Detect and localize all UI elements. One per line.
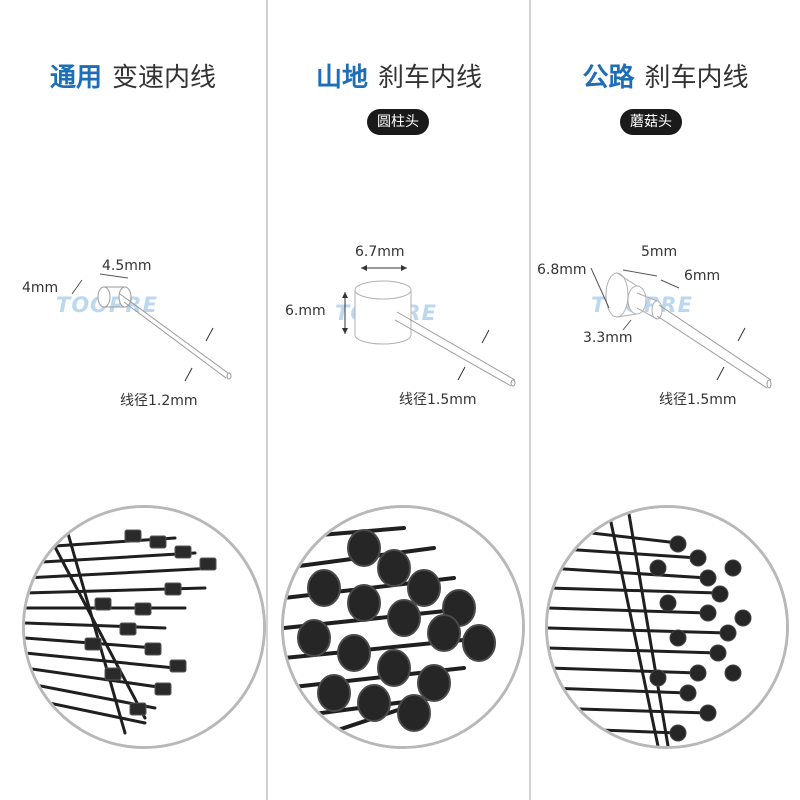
dim-wire-diameter: 线径1.5mm	[659, 392, 737, 408]
column-heading: 山地刹车内线	[267, 58, 531, 98]
column-divider	[529, 0, 531, 800]
dim-head-diameter: 6.7mm	[355, 244, 405, 260]
heading-highlight: 山地	[315, 63, 368, 93]
dim-head-length: 5mm	[641, 244, 677, 260]
dim-head-diameter: 4mm	[22, 280, 58, 296]
dim-wire-diameter: 线径1.2mm	[120, 393, 198, 409]
heading-rest: 变速内线	[112, 63, 217, 93]
shift-cable-ends-photo	[22, 505, 266, 749]
dim-head-diameter: 6.8mm	[537, 262, 587, 278]
head-type-badge: 蘑菇头	[620, 109, 682, 135]
dim-wire-diameter: 线径1.5mm	[399, 392, 477, 408]
shift-cable-diagram: TOOPRE 4.5mm 4mm 线径1.2mm	[22, 258, 232, 409]
road-brake-cable-diagram: TOOPRE 6.8mm 5mm 6mm 3.3mm 线径1.5mm	[537, 244, 772, 408]
cylinder-head-cable-ends-photo	[281, 505, 525, 749]
dim-neck-diameter: 3.3mm	[583, 330, 633, 346]
dim-head-length: 4.5mm	[102, 258, 152, 274]
head-type-badge: 圆柱头	[367, 109, 429, 135]
column-heading: 通用变速内线	[0, 58, 266, 98]
mtb-brake-cable-diagram: TOOPRE 6.7mm 6.mm 线径1.5mm	[285, 244, 516, 408]
heading-rest: 刹车内线	[644, 63, 749, 93]
mushroom-head-cable-ends-photo	[545, 505, 789, 749]
heading-highlight: 通用	[49, 63, 102, 93]
column-heading: 公路刹车内线	[531, 58, 800, 98]
heading-highlight: 公路	[582, 63, 635, 93]
column-divider	[266, 0, 268, 800]
dim-neck-length: 6mm	[684, 268, 720, 284]
heading-rest: 刹车内线	[378, 63, 483, 93]
dim-head-length: 6.mm	[285, 303, 326, 319]
